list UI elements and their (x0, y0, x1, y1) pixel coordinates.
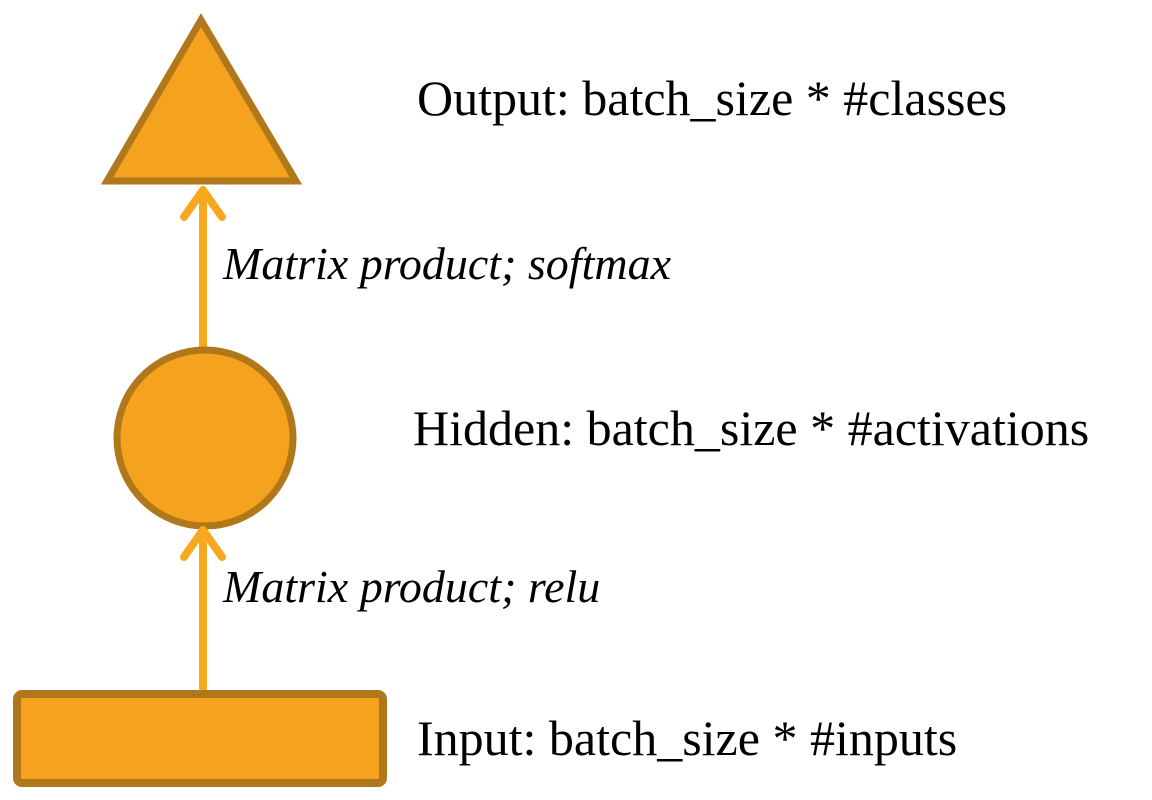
output-node-triangle (100, 13, 303, 185)
output-node-label: Output: batch_size * #classes (417, 70, 1008, 126)
input-node-rectangle (13, 690, 387, 787)
arrow-input-to-hidden-icon (180, 526, 226, 692)
hidden-node-circle (113, 346, 297, 530)
edge-label-input-to-hidden: Matrix product; relu (223, 561, 601, 612)
input-node-label: Input: batch_size * #inputs (417, 710, 958, 766)
arrow-hidden-to-output-icon (180, 186, 226, 351)
edge-label-hidden-to-output: Matrix product; softmax (223, 238, 672, 289)
hidden-node-label: Hidden: batch_size * #activations (413, 400, 1090, 456)
